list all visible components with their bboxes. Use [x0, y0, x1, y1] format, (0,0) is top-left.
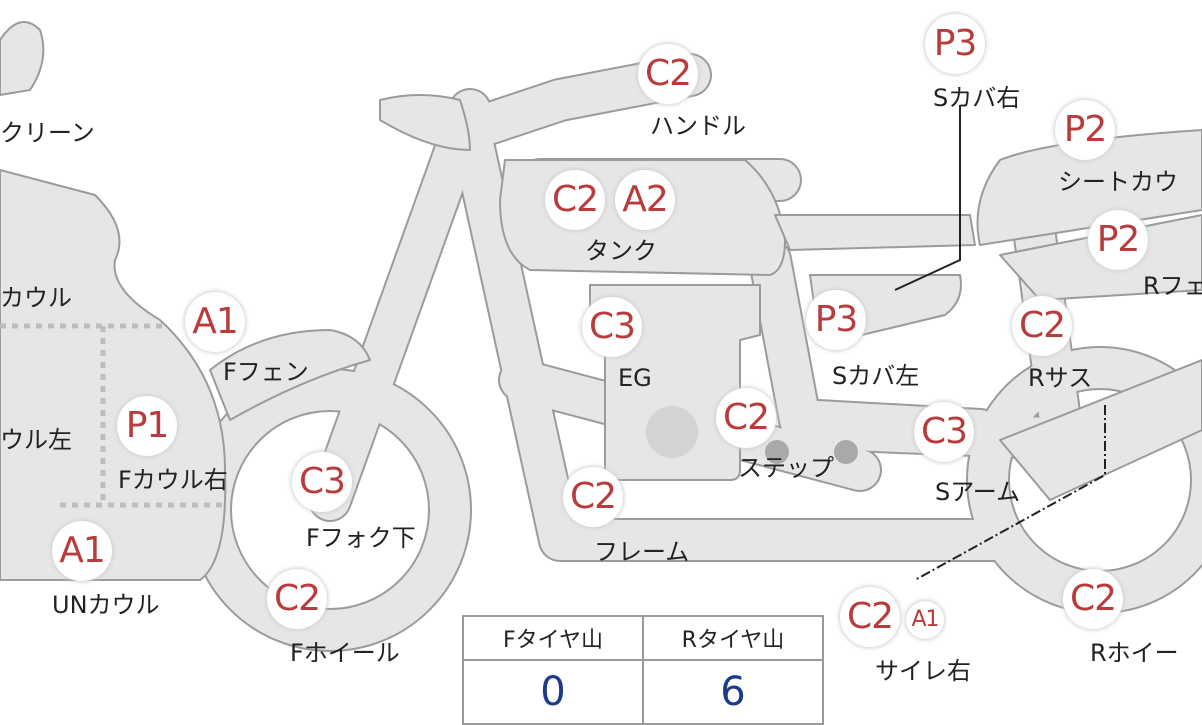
grade-side-cover-left: P3 [806, 290, 866, 350]
label-rear-wheel: Rホイー [1090, 633, 1179, 668]
grade-rear-fender: P2 [1088, 210, 1148, 270]
headlight-stay-shape [380, 95, 470, 150]
grade-rear-suspension: C2 [1012, 296, 1072, 356]
label-side-cover-left: Sカバ左 [832, 356, 919, 391]
grade-seat-cowl: P2 [1055, 100, 1115, 160]
grade-tank-2: A2 [615, 170, 675, 230]
seat-shape [775, 215, 975, 250]
screen-shape [0, 22, 43, 95]
label-under-cowl: UNカウル [52, 585, 160, 620]
grade-side-cover-right: P3 [925, 14, 985, 74]
grade-front-fork-lower: C3 [292, 452, 352, 512]
tire-tread-table: Fタイヤ山 Rタイヤ山 0 6 [462, 615, 824, 725]
grade-swing-arm: C3 [914, 402, 974, 462]
grade-frame: C2 [563, 467, 623, 527]
label-front-wheel: Fホイール [290, 633, 400, 668]
label-handle: ハンドル [650, 106, 746, 141]
grade-under-cowl: A1 [52, 521, 112, 581]
grade-handle: C2 [638, 44, 698, 104]
label-swing-arm: Sアーム [935, 472, 1020, 507]
front-tire-value: 0 [463, 660, 643, 724]
label-cowl-left: ウル左 [0, 420, 72, 455]
label-engine: EG [618, 364, 652, 392]
grade-rear-wheel: C2 [1063, 569, 1123, 629]
grade-silencer-right-2: A1 [906, 601, 944, 639]
grade-tank-1: C2 [545, 170, 605, 230]
rear-tire-value: 6 [643, 660, 823, 724]
grade-silencer-right-1: C2 [840, 587, 900, 647]
label-screen: クリーン [0, 113, 95, 148]
label-tank: タンク [585, 231, 657, 266]
label-rear-fender: Rフェ [1143, 266, 1202, 301]
engine-cover-shape [646, 406, 698, 458]
label-front-cowl-right: Fカウル右 [118, 460, 228, 495]
label-silencer-right: サイレ右 [875, 651, 971, 686]
grade-front-wheel: C2 [267, 569, 327, 629]
label-frame: フレーム [594, 532, 689, 567]
grade-step: C2 [716, 388, 776, 448]
front-tire-header: Fタイヤ山 [463, 616, 643, 660]
label-front-fork-lower: Fフォク下 [306, 518, 416, 553]
front-cowl-shape [0, 170, 225, 580]
label-seat-cowl: シートカウ [1058, 162, 1178, 197]
grade-engine: C3 [582, 297, 642, 357]
label-rear-suspension: Rサス [1028, 358, 1092, 393]
label-front-fender: Fフェン [223, 352, 309, 387]
grade-front-cowl-right: P1 [117, 396, 177, 456]
grade-front-fender: A1 [185, 292, 245, 352]
rear-tire-header: Rタイヤ山 [643, 616, 823, 660]
leader-side-cover-right [895, 105, 960, 290]
label-cowl-center: カウル [0, 278, 72, 313]
label-step: ステップ [738, 448, 834, 483]
step-right-shape [834, 440, 858, 464]
label-side-cover-right: Sカバ右 [933, 78, 1020, 113]
